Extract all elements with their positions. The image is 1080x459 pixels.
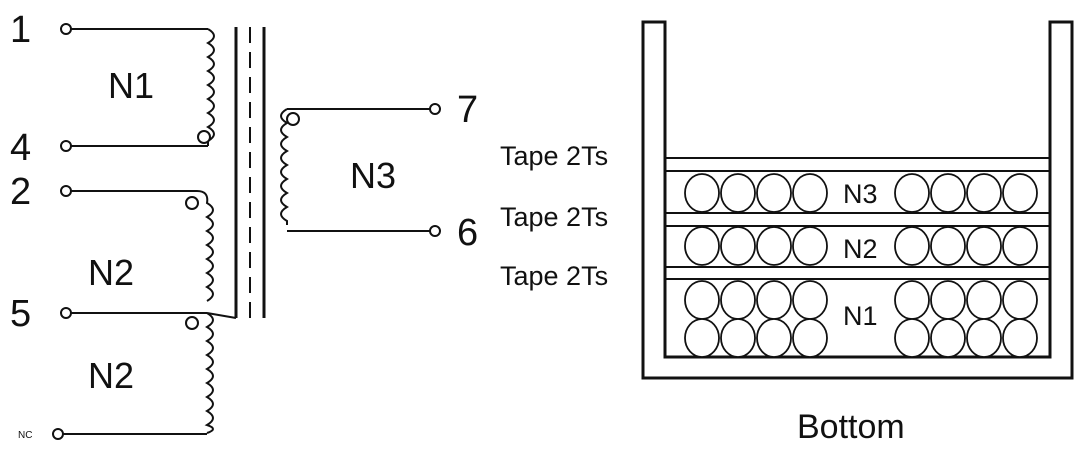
pin-1-label: 1 <box>10 9 31 51</box>
wire-turn-n3 <box>684 173 720 213</box>
wire-turn-n1 <box>684 318 720 358</box>
winding-n1-label: N1 <box>108 65 154 106</box>
pin-7-terminal <box>429 103 441 115</box>
wire-turn-n1 <box>930 280 966 320</box>
winding-n2-lower-label: N2 <box>88 355 134 396</box>
wire-turn-n1 <box>720 318 756 358</box>
pin-6-terminal <box>429 225 441 237</box>
wire-turn-n3 <box>756 173 792 213</box>
wire-turn-n1 <box>792 280 828 320</box>
wire-turn-n2 <box>1002 226 1038 266</box>
wire-turn-n1 <box>966 318 1002 358</box>
wire-turn-n1 <box>756 318 792 358</box>
pin-nc-label: NC <box>18 430 32 441</box>
wire-turn-n3 <box>930 173 966 213</box>
winding-n1 <box>60 23 215 152</box>
wire-turn-n1 <box>684 280 720 320</box>
n1-polarity-dot <box>197 130 211 144</box>
tape-band-middle <box>664 212 1051 227</box>
wire-turn-n1 <box>894 318 930 358</box>
wire-turn-n1 <box>1002 318 1038 358</box>
tape-band-bottom <box>664 266 1051 280</box>
wire-turn-n3 <box>720 173 756 213</box>
tape-band-top <box>664 157 1051 172</box>
layer-n2-label: N2 <box>843 234 878 264</box>
pin-1-terminal <box>60 23 72 35</box>
transformer-core <box>234 27 266 318</box>
wire-turn-n2 <box>894 226 930 266</box>
winding-n3 <box>280 103 441 237</box>
tape-label-top: Tape 2Ts <box>500 141 608 171</box>
pin-6-label: 6 <box>457 212 478 254</box>
winding-n2-lower <box>52 312 214 440</box>
pin-2-label: 2 <box>10 171 31 213</box>
pin-5-label: 5 <box>10 293 31 335</box>
n2-upper-polarity-dot <box>185 196 199 210</box>
tape-label-bottom: Tape 2Ts <box>500 261 608 291</box>
wire-turn-n1 <box>1002 280 1038 320</box>
cross-section-caption: Bottom <box>797 408 905 446</box>
pin-nc-terminal <box>52 428 64 440</box>
winding-n2-upper <box>60 185 237 319</box>
winding-n3-label: N3 <box>350 155 396 196</box>
wire-turn-n3 <box>792 173 828 213</box>
n3-polarity-dot <box>286 112 300 126</box>
bobbin-outline <box>641 20 1074 380</box>
n2-lower-polarity-dot <box>185 316 199 330</box>
wire-turn-n1 <box>720 280 756 320</box>
pin-4-label: 4 <box>10 127 31 169</box>
wire-turn-n1 <box>930 318 966 358</box>
wire-turn-n1 <box>894 280 930 320</box>
wire-turn-n2 <box>684 226 720 266</box>
wire-turn-n2 <box>966 226 1002 266</box>
winding-n2-upper-label: N2 <box>88 252 134 293</box>
layer-n3-label: N3 <box>843 179 878 209</box>
pin-2-terminal <box>60 185 72 197</box>
wire-turn-n3 <box>1002 173 1038 213</box>
schematic: 1 4 2 5 NC 7 6 N1 N2 N2 N3 <box>10 9 478 441</box>
wire-turn-n1 <box>792 318 828 358</box>
pin-4-terminal <box>60 140 72 152</box>
wire-turn-n3 <box>966 173 1002 213</box>
wire-turn-n2 <box>756 226 792 266</box>
wire-turn-n2 <box>930 226 966 266</box>
cross-section: Tape 2Ts Tape 2Ts Tape 2Ts N3 N2 N1 Bott… <box>500 20 1074 446</box>
wire-turn-n1 <box>756 280 792 320</box>
wire-turn-n1 <box>966 280 1002 320</box>
pin-7-label: 7 <box>457 89 478 131</box>
pin-5-terminal <box>60 307 72 319</box>
layer-n1-label: N1 <box>843 301 878 331</box>
wire-turn-n2 <box>720 226 756 266</box>
wire-turn-n3 <box>894 173 930 213</box>
wire-turn-n2 <box>792 226 828 266</box>
wire-turns <box>684 173 1038 358</box>
tape-label-middle: Tape 2Ts <box>500 202 608 232</box>
